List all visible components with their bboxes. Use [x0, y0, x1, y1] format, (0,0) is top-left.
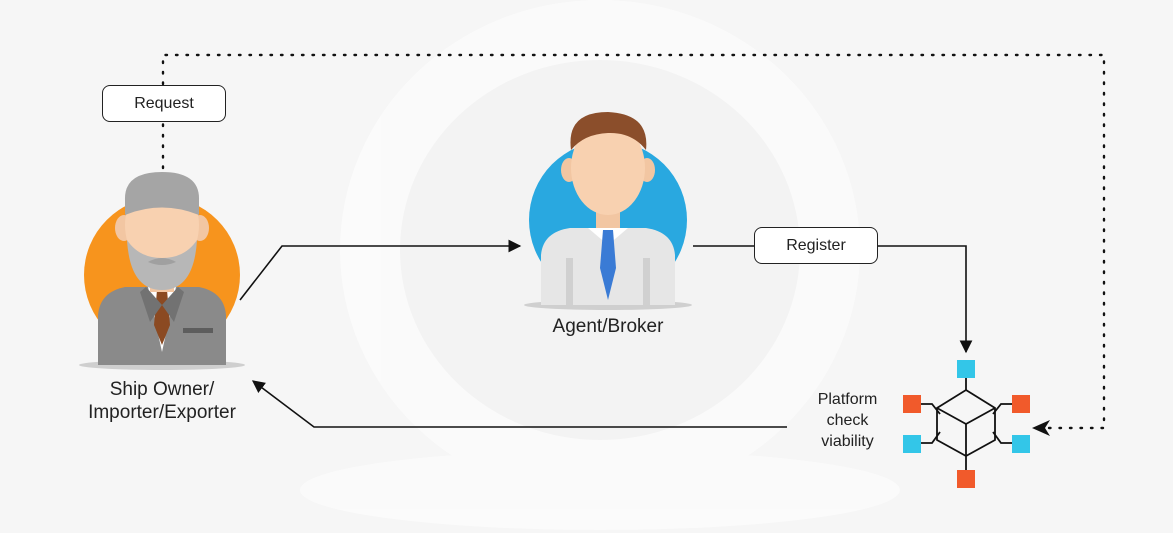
node-top	[957, 360, 975, 378]
dotted-arrowhead	[1032, 420, 1050, 436]
register-label-box: Register	[754, 227, 878, 264]
node-right-top	[1012, 395, 1030, 413]
platform-label-line2: check	[826, 412, 869, 429]
platform-label-line3: viability	[821, 433, 874, 450]
register-label: Register	[786, 236, 846, 254]
ship-owner-label-line1: Ship Owner/	[109, 379, 215, 400]
ship-owner-avatar	[79, 172, 245, 370]
node-left-top	[903, 395, 921, 413]
node-right-bottom	[1012, 435, 1030, 453]
owner-to-agent-arrow	[239, 239, 522, 301]
node-bottom	[957, 470, 975, 488]
request-label: Request	[134, 94, 194, 112]
node-left-bottom	[903, 435, 921, 453]
platform-to-owner-arrow	[251, 380, 787, 428]
agent-broker-label: Agent/Broker	[552, 316, 664, 337]
request-label-box: Request	[102, 85, 226, 122]
platform-network-icon	[903, 360, 1030, 488]
platform-label-line1: Platform	[817, 391, 878, 408]
agent-avatar	[524, 112, 692, 310]
ship-owner-label-line2: Importer/Exporter	[88, 402, 236, 423]
platform-check-label: Platform check viability	[800, 389, 895, 452]
ship-owner-label: Ship Owner/ Importer/Exporter	[40, 378, 284, 424]
